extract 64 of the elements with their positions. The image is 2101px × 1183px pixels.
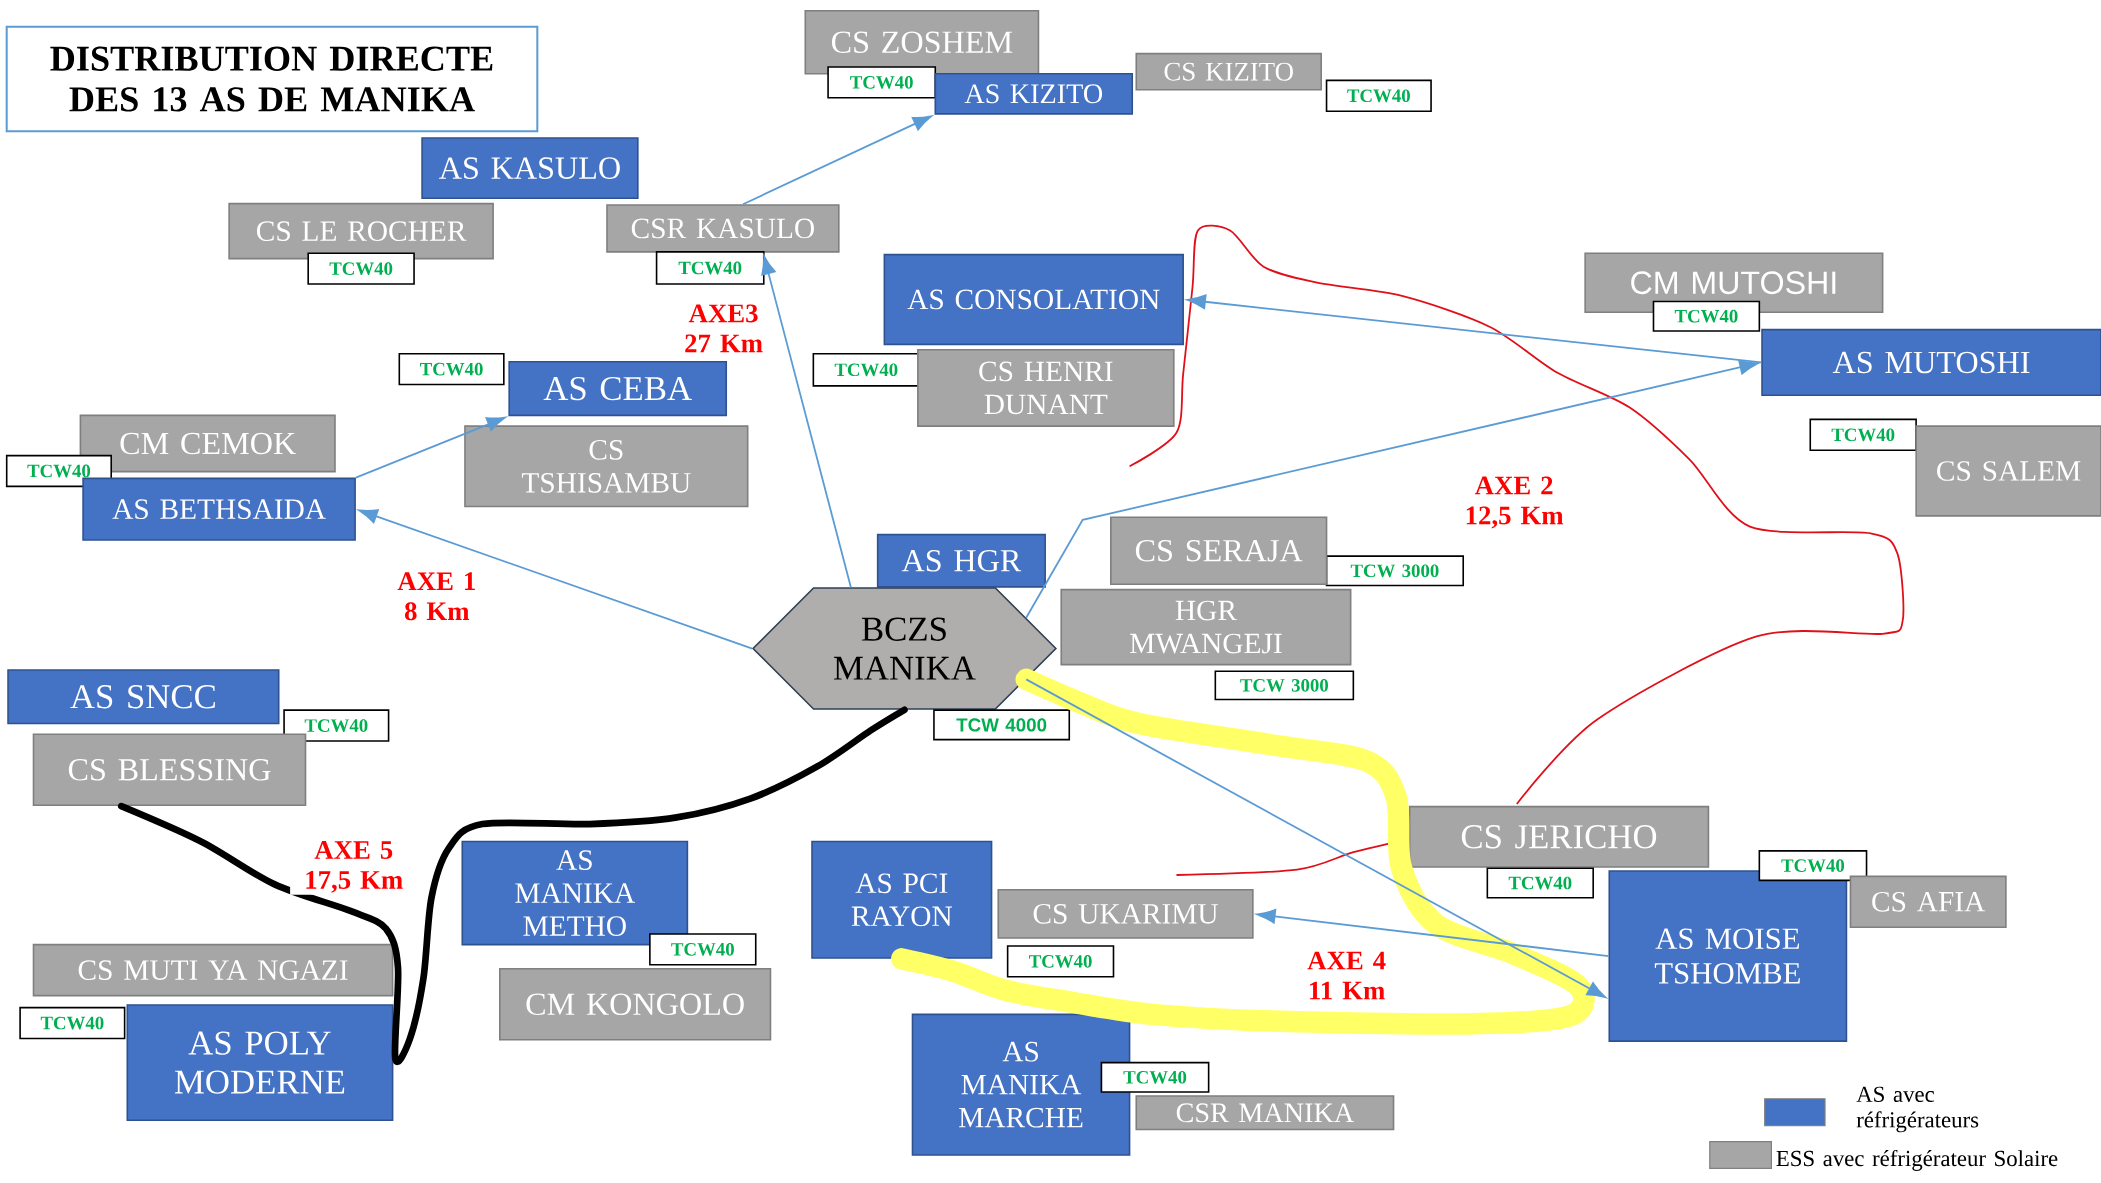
fridge-tag: TCW 4000 — [933, 709, 1071, 741]
facility-box: AS PCI RAYON — [811, 840, 993, 959]
facility-box: CS TSHISAMBU — [464, 425, 749, 508]
axis-label: AXE 4 11 Km — [1297, 949, 1396, 1002]
arrow — [1256, 908, 1610, 957]
fridge-tag: TCW40 — [1325, 79, 1432, 112]
fridge-tag: TCW40 — [1809, 418, 1917, 451]
facility-box: CS HENRI DUNANT — [917, 348, 1175, 427]
facility-box: CS SERAJA — [1110, 516, 1328, 585]
facility-box: AS KASULO — [421, 137, 639, 200]
fridge-tag: TCW40 — [19, 1006, 126, 1040]
arrow — [1025, 678, 1606, 998]
facility-box: CS JERICHO — [1408, 805, 1710, 868]
facility-box: CS ZOSHEM — [804, 9, 1040, 75]
facility-box: CS KIZITO — [1135, 52, 1322, 91]
legend-label: AS avec réfrigérateurs — [1856, 1086, 1979, 1133]
fridge-tag: TCW40 — [655, 251, 765, 285]
facility-box: AS CONSOLATION — [883, 253, 1184, 346]
fridge-tag: TCW40 — [1486, 867, 1594, 899]
facility-box: CSR MANIKA — [1135, 1095, 1395, 1131]
facility-box: CS AFIA — [1849, 875, 2007, 928]
fridge-tag: TCW40 — [307, 252, 415, 285]
fridge-tag: TCW40 — [827, 66, 937, 99]
title-box: DISTRIBUTION DIRECTE DES 13 AS DE MANIKA — [5, 25, 539, 133]
axis-label: AXE 1 8 Km — [391, 570, 482, 623]
fridge-tag: TCW40 — [1006, 945, 1115, 978]
facility-box: CM KONGOLO — [499, 967, 772, 1041]
facility-box: AS HGR — [876, 533, 1046, 588]
arrow — [355, 416, 506, 479]
fridge-tag: TCW40 — [398, 352, 505, 386]
axis-label: AXE3 27 Km — [678, 302, 770, 355]
arrow — [358, 509, 754, 650]
arrow — [742, 115, 932, 206]
facility-box: AS CEBA — [508, 360, 728, 417]
facility-box: AS POLY MODERNE — [126, 1004, 394, 1121]
fridge-tag: TCW40 — [649, 933, 757, 966]
legend-label: ESS avec réfrigérateur Solaire — [1776, 1149, 2058, 1171]
facility-box: CS LE ROCHER — [228, 202, 494, 260]
fridge-tag: TCW40 — [1100, 1061, 1210, 1093]
axis-label: AXE 2 12,5 Km — [1458, 474, 1570, 531]
fridge-tag: TCW40 — [5, 454, 112, 488]
facility-box: CS MUTI YA NGAZI — [32, 943, 394, 997]
fridge-tag: TCW40 — [1652, 300, 1761, 332]
facility-box: AS BETHSAIDA — [82, 477, 356, 541]
route-line — [117, 706, 908, 1065]
facility-box: AS KIZITO — [934, 72, 1134, 115]
fridge-tag: TCW40 — [283, 709, 390, 742]
fridge-tag: TCW 3000 — [1214, 670, 1355, 701]
facility-box: HGR MWANGEJI — [1060, 588, 1352, 666]
route-line — [891, 668, 1595, 1035]
fridge-tag: TCW40 — [1758, 850, 1868, 882]
axis-label: AXE 5 17,5 Km — [290, 838, 418, 895]
arrow — [1025, 359, 1759, 619]
facility-box: AS SNCC — [7, 669, 280, 725]
facility-box: CSR KASULO — [606, 204, 840, 253]
facility-box: CS UKARIMU — [997, 888, 1254, 939]
facility-box: AS MUTOSHI — [1761, 328, 2101, 396]
arrow — [1186, 294, 1763, 364]
facility-box: CS SALEM — [1915, 425, 2101, 517]
arrow — [761, 255, 852, 589]
hub-octagon: BCZS MANIKA — [751, 587, 1057, 710]
fridge-tag: TCW 3000 — [1325, 555, 1464, 587]
fridge-tag: TCW40 — [812, 352, 920, 387]
facility-box: CS BLESSING — [32, 733, 307, 807]
